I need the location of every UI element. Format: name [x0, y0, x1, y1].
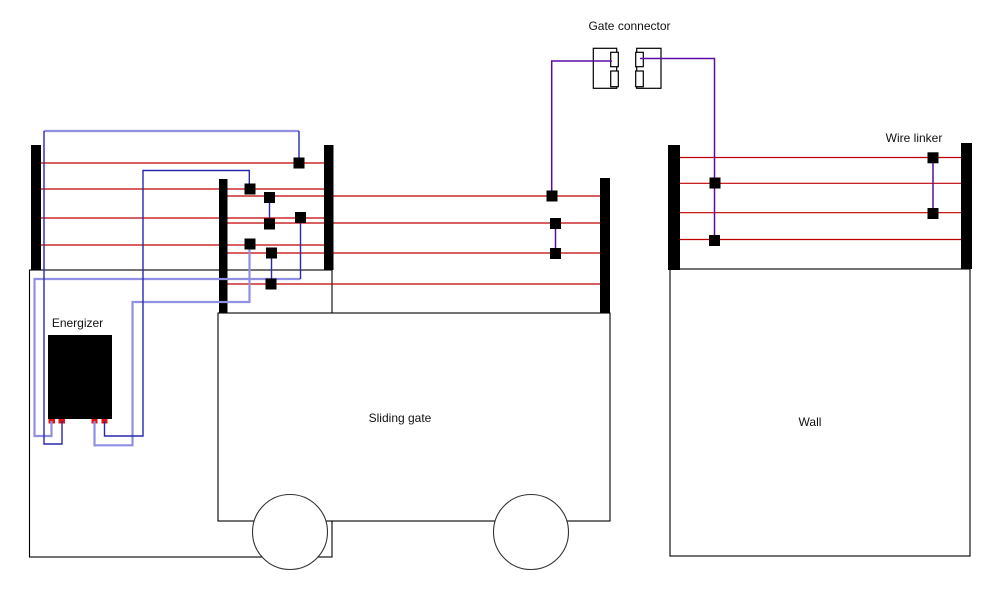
wall-body [669, 268, 971, 557]
cable-gate-connector-cable-left [550, 60, 612, 196]
clamp-gate-w1-right [546, 190, 558, 202]
clamp-wall-w4 [709, 235, 720, 246]
clamp-gate-w1-left [264, 192, 275, 203]
gate-connector-pin-right-top [635, 51, 644, 68]
wall-post-right [961, 143, 972, 269]
clamp-left-w4 [244, 238, 256, 250]
gate-connector-label: Gate connector [588, 19, 671, 33]
gate-wheel-left [251, 493, 329, 571]
energizer-unit [48, 335, 112, 419]
energizer-label: Energizer [51, 316, 104, 330]
clamp-gate-w4-left [265, 278, 277, 290]
gate-connector-pin-left-bottom [610, 70, 619, 88]
clamp-left-w3 [295, 212, 306, 223]
gate-post-left [219, 179, 228, 313]
clamp-gate-w2-right [550, 218, 561, 229]
clamp-gate-w3-right [550, 248, 561, 259]
wall-label: Wall [798, 415, 822, 429]
gate-wheel-right [492, 493, 570, 571]
left-fence-post-a [31, 145, 41, 270]
gate-post-right [600, 178, 610, 313]
cable-lead-mid [33, 277, 301, 438]
wire-linker-label: Wire linker [885, 131, 943, 145]
sliding-gate-label: Sliding gate [368, 411, 432, 425]
cable-terminal4-riser [103, 169, 251, 437]
left-fence-post-b [324, 145, 334, 270]
clamp-wall-w1 [927, 152, 939, 164]
gate-connector-pin-left-top [610, 51, 619, 68]
clamp-wall-w2 [709, 177, 721, 189]
clamp-left-w1 [293, 157, 305, 169]
gate-connector-pin-right-bottom [635, 70, 644, 88]
clamp-wall-w3 [927, 208, 939, 219]
sliding-gate-body [217, 312, 611, 522]
clamp-left-w2 [244, 183, 256, 195]
wall-post-left [668, 145, 680, 270]
clamp-gate-w2-left [264, 218, 275, 230]
clamp-gate-w3-left [266, 247, 277, 259]
cable-terminal2-riser [43, 131, 63, 445]
cable-lead-low [93, 244, 251, 447]
